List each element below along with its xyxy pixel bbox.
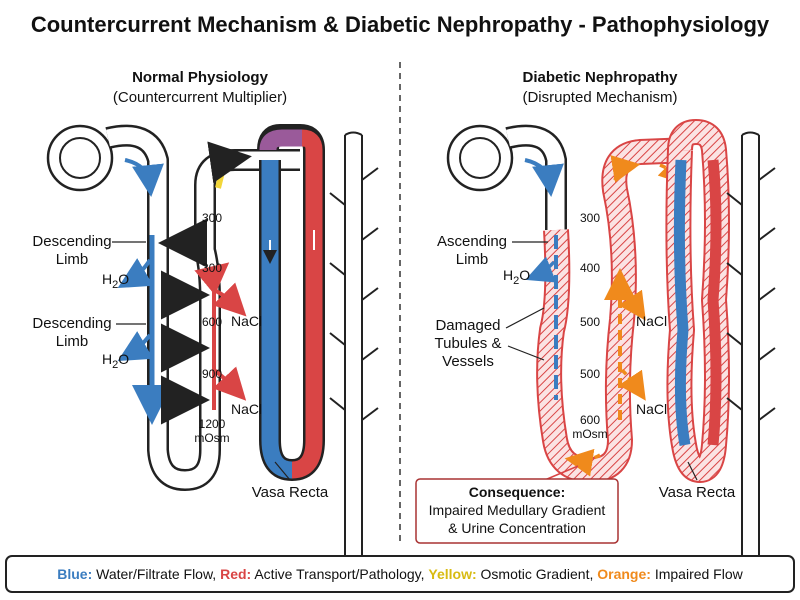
damaged-label-3: Vessels	[442, 353, 494, 370]
left-filtrate-flow-1	[124, 158, 164, 197]
right-vasa-label: Vasa Recta	[659, 484, 736, 501]
left-heading: Normal Physiology	[132, 69, 269, 86]
right-subheading: (Disrupted Mechanism)	[522, 89, 677, 106]
legend-orange-text: Impaired Flow	[655, 566, 744, 582]
left-vasa-label: Vasa Recta	[252, 484, 329, 501]
right-water-exit	[525, 256, 557, 283]
right-osm-2: 400	[580, 261, 600, 275]
legend-blue-key: Blue:	[57, 566, 92, 582]
right-vasa-blue-limb	[673, 159, 691, 446]
left-subheading: (Countercurrent Multiplier)	[113, 89, 287, 106]
right-osm-1: 300	[580, 211, 600, 225]
right-limb-label-1: Ascending	[437, 233, 507, 250]
legend-yellow-key: Yellow:	[428, 566, 476, 582]
left-nacl-arrow-2	[212, 366, 247, 401]
left-osm-5: 1200	[199, 417, 226, 431]
right-damaged-loop	[538, 139, 691, 481]
right-nephron	[446, 124, 691, 483]
right-vasa-recta	[665, 119, 776, 560]
left-water-exit-1	[117, 258, 154, 289]
right-osm-3: 500	[580, 315, 600, 329]
left-nacl-1: NaCl	[231, 313, 262, 329]
left-limb-label-2: Descending	[32, 315, 111, 332]
legend-text: Blue: Water/Filtrate Flow, Red: Active T…	[57, 566, 743, 582]
right-vasa-red-limb	[707, 159, 722, 446]
consequence-title: Consequence:	[469, 484, 565, 500]
right-osm-4: 500	[580, 367, 600, 381]
consequence-box: Consequence: Impaired Medullary Gradient…	[415, 465, 619, 544]
left-vasa-blue-limb	[261, 160, 293, 479]
left-nephron	[46, 124, 300, 491]
legend-blue-text: Water/Filtrate Flow,	[96, 566, 216, 582]
legend-yellow-text: Osmotic Gradient,	[481, 566, 594, 582]
left-osm-unit: mOsm	[194, 431, 229, 445]
left-limb-label-1: Descending	[32, 233, 111, 250]
right-nacl-arrow-1	[618, 288, 646, 321]
right-osm-5: 600	[580, 413, 600, 427]
left-vasa-red-limb	[291, 129, 323, 479]
legend-red-key: Red:	[220, 566, 251, 582]
consequence-line-1: Impaired Medullary Gradient	[429, 502, 606, 518]
legend: Blue: Water/Filtrate Flow, Red: Active T…	[5, 555, 795, 593]
left-water-1: H2O	[102, 271, 129, 291]
left-limb-label-2b: Limb	[56, 333, 89, 350]
damaged-label-2: Tubules &	[435, 335, 502, 352]
right-water: H2O	[503, 267, 530, 287]
left-osm-2: 300	[202, 261, 222, 275]
left-osm-1: 300	[202, 211, 222, 225]
legend-orange-key: Orange:	[597, 566, 651, 582]
main-title: Countercurrent Mechanism & Diabetic Neph…	[31, 12, 770, 37]
left-nacl-2: NaCl	[231, 401, 262, 417]
legend-red-text: Active Transport/Pathology,	[254, 566, 424, 582]
left-osm-3: 600	[202, 315, 222, 329]
left-nacl-arrow-1	[212, 282, 247, 317]
right-nacl-arrow-2	[618, 368, 646, 401]
left-limb-label-1b: Limb	[56, 251, 89, 268]
damaged-label-1: Damaged	[435, 317, 500, 334]
left-water-exit-2	[117, 331, 154, 362]
right-nacl-2: NaCl	[636, 401, 667, 417]
left-water-2: H2O	[102, 351, 129, 371]
left-osmotic-arrows	[158, 218, 210, 425]
right-limb-label-1b: Limb	[456, 251, 489, 268]
left-active-transport	[194, 262, 247, 410]
left-osm-4: 900	[202, 367, 222, 381]
right-osm-unit: mOsm	[572, 427, 607, 441]
right-nacl-1: NaCl	[636, 313, 667, 329]
left-yellow-top-arrow	[207, 141, 252, 189]
right-heading: Diabetic Nephropathy	[522, 69, 678, 86]
consequence-line-2: & Urine Concentration	[448, 520, 586, 536]
